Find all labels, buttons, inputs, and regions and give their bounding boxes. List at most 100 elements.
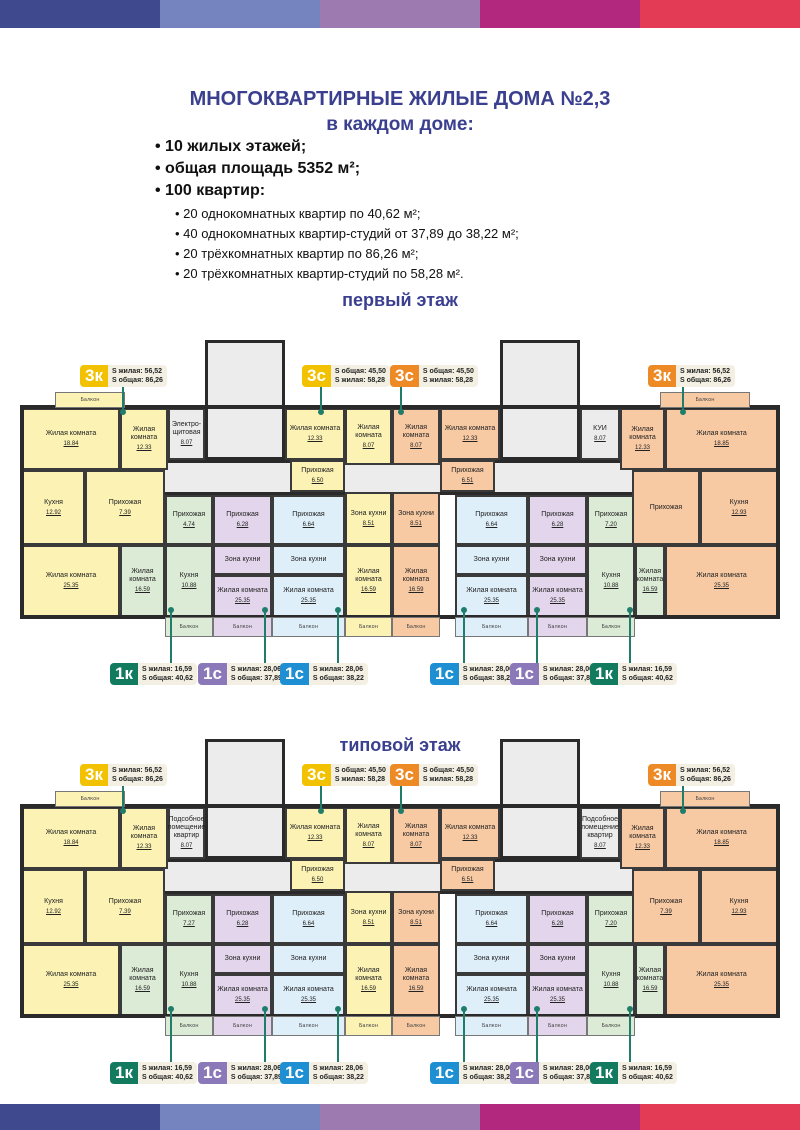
room-name: Прихожая: [301, 866, 334, 873]
room-name: Жилая комната: [45, 971, 97, 978]
room-name: Прихожая: [292, 511, 325, 518]
balcony: Балкон: [392, 1016, 440, 1036]
band-segment: [160, 0, 320, 28]
sub-bullet: • 20 трёхкомнатных квартир по 86,26 м²;: [175, 246, 419, 261]
badge-type: 1с: [198, 1062, 227, 1084]
room-name: Жилая комната: [402, 822, 430, 838]
room-name: Кухня: [179, 971, 199, 978]
room-area: 8.51: [410, 520, 422, 527]
room-name: Прихожая: [541, 511, 574, 518]
room-name: Жилая комната: [283, 986, 334, 993]
room-area: 16.59: [408, 986, 424, 992]
badge-line: S жилая: 28,06: [230, 666, 282, 673]
room-area: 12.33: [307, 436, 323, 442]
sub-bullet: • 40 однокомнатных квартир-студий от 37,…: [175, 226, 519, 241]
bullet-floors: • 10 жилых этажей;: [155, 138, 307, 155]
room-name: Жилая комната: [289, 425, 341, 432]
room: Кухня 12.92: [22, 869, 85, 944]
room-name: Жилая комната: [355, 822, 382, 838]
leader-dot: [262, 1006, 268, 1012]
room: Зона кухни: [213, 545, 272, 575]
badge-line: S жилая: 28,06: [462, 1065, 514, 1072]
room-area: 6.64: [485, 921, 498, 927]
room-name: Зона кухни: [290, 556, 327, 563]
room: Зона кухни: [272, 545, 345, 575]
room-area: 8.51: [410, 919, 422, 926]
leader-line: [629, 610, 631, 663]
balcony: Балкон: [55, 791, 125, 807]
badge-line: S общая: 86,26: [679, 776, 731, 783]
balcony: Балкон: [660, 791, 750, 807]
room-area: 12.33: [136, 445, 152, 451]
room-name: Прихожая: [594, 910, 628, 917]
room-area: 12.33: [462, 835, 478, 841]
badge-type: 1к: [110, 663, 138, 685]
room-area: 6.64: [302, 522, 315, 528]
stair-core: [500, 340, 580, 460]
badge-type: 1с: [430, 663, 459, 685]
badge-line: S жилая: 56,52: [111, 368, 163, 375]
badge-line: S общая: 45,50: [334, 767, 386, 774]
room-area: 12.92: [45, 509, 61, 516]
balcony: Балкон: [587, 1016, 635, 1036]
room-name: Прихожая: [172, 511, 206, 518]
bottom-color-band: [0, 1104, 800, 1130]
room-name: Жилая комната: [636, 568, 664, 583]
room-area: 25.35: [549, 997, 565, 1003]
badge-line: S жилая: 16,59: [141, 666, 193, 673]
room-area: 6.50: [311, 478, 324, 484]
room-area: 8.07: [594, 843, 606, 849]
balcony: Балкон: [213, 617, 272, 637]
room-area: 12.92: [45, 908, 61, 915]
room-area: 8.51: [362, 520, 375, 527]
room-area: 7.20: [605, 522, 617, 528]
room-name: Зона кухни: [224, 556, 261, 563]
room-name: Жилая комната: [696, 829, 747, 836]
room-area: 6.64: [302, 921, 315, 927]
room-name: Жилая комната: [402, 967, 430, 982]
room-name: Прихожая: [226, 910, 259, 917]
leader-dot: [398, 409, 404, 415]
band-segment: [320, 1104, 480, 1130]
badge-type: 1с: [280, 1062, 309, 1084]
badge-line: S общая: 38,22: [312, 1074, 364, 1081]
badge-line: S жилая: 56,52: [679, 368, 731, 375]
leader-dot: [461, 1006, 467, 1012]
room-name: Кухня: [44, 897, 63, 905]
room-area: 12.33: [136, 844, 152, 850]
badge-type: 1с: [198, 663, 227, 685]
room-area: 6.51: [461, 877, 474, 883]
leader-line: [170, 610, 172, 663]
band-segment: [0, 0, 160, 28]
badge-line: S общая: 45,50: [422, 368, 474, 375]
badge-line: S общая: 37,89: [230, 1074, 282, 1081]
room-name: Жилая комната: [45, 430, 97, 437]
room: Зона кухни: [455, 944, 528, 974]
band-segment: [480, 1104, 640, 1130]
leader-dot: [120, 808, 126, 814]
